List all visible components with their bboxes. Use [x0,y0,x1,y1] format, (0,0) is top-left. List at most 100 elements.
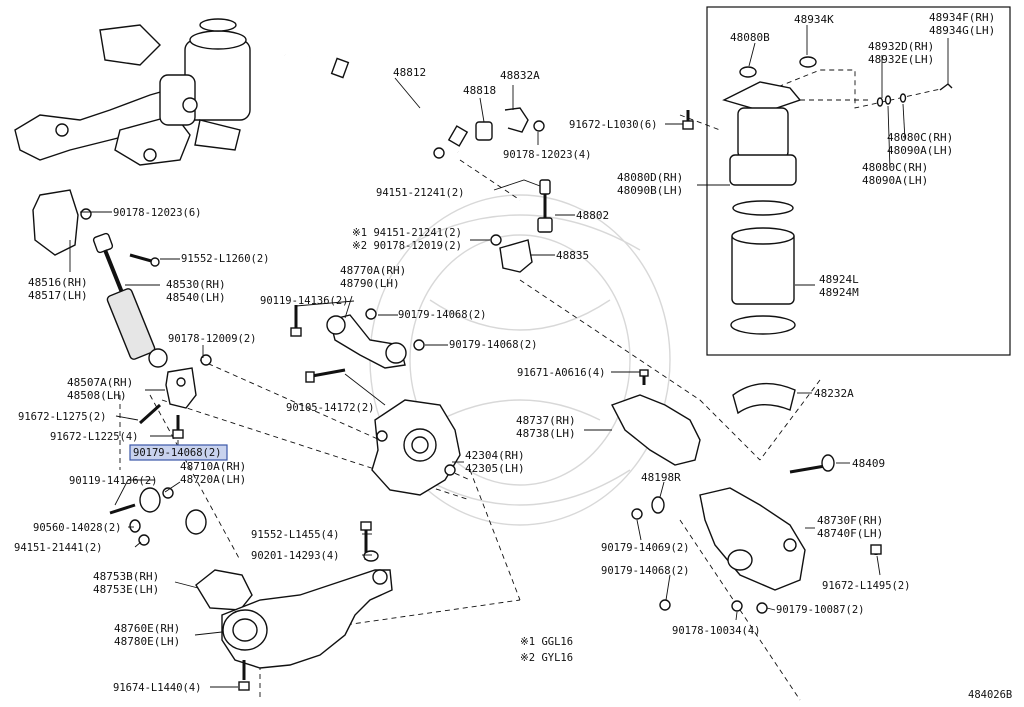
stabilizer-bracket[interactable] [504,107,529,133]
label-48835[interactable]: 48835 [556,249,589,262]
nut-small[interactable] [80,208,92,220]
air-spring-upper-mount[interactable] [722,66,802,113]
label-48710A[interactable]: 48710A(RH) [180,460,246,473]
label-48198R[interactable]: 48198R [641,471,681,484]
shock-mount-bracket[interactable] [32,189,79,256]
label-90178-12023-4[interactable]: 90178-12023(4) [503,149,592,161]
label-48753E[interactable]: 48753E(LH) [93,583,159,596]
o-ring[interactable] [876,97,884,107]
label-90119-14136-2-lower[interactable]: 90119-14136(2) [69,475,158,487]
nut-small[interactable] [413,339,425,351]
label-48517[interactable]: 48517(LH) [28,289,88,302]
bolt[interactable] [789,454,835,474]
label-48508[interactable]: 48508(LH) [67,389,127,402]
label-42305[interactable]: 42305(LH) [465,462,525,475]
highlighted-part-number[interactable]: 90179-14068(2) [129,444,228,461]
label-48934F[interactable]: 48934F(RH) [929,11,995,24]
air-spring-nut[interactable] [799,56,817,68]
label-48818[interactable]: 48818 [463,84,496,97]
label-48090A-b[interactable]: 48090A(LH) [862,174,928,187]
link-bracket[interactable] [499,239,533,273]
label-48924L[interactable]: 48924L [819,273,859,286]
toe-control-link[interactable] [139,487,207,535]
air-spring-body[interactable] [729,107,797,186]
bolt[interactable] [290,305,302,337]
bushing[interactable] [651,496,665,514]
air-spring-sleeve[interactable] [731,227,795,305]
label-48080C-b[interactable]: 48080C(RH) [862,161,928,174]
label-48934G[interactable]: 48934G(LH) [929,24,995,37]
label-48924M[interactable]: 48924M [819,286,859,299]
label-48737[interactable]: 48737(RH) [516,414,576,427]
label-48934K[interactable]: 48934K [794,13,834,26]
label-48080C-a[interactable]: 48080C(RH) [887,131,953,144]
lower-suspension-arm[interactable] [221,569,393,669]
label-48540[interactable]: 48540(LH) [166,291,226,304]
label-48080D[interactable]: 48080D(RH) [617,171,683,184]
air-spring-lower-ring[interactable] [730,315,796,335]
label-48090A-a[interactable]: 48090A(LH) [887,144,953,157]
label-90179-10087-2[interactable]: 90179-10087(2) [776,604,865,616]
label-90105-14172-2[interactable]: 90105-14172(2) [286,402,375,414]
nut-small[interactable] [731,600,743,612]
nut-small[interactable] [162,487,174,499]
label-90178-12023-6[interactable]: 90178-12023(6) [113,207,202,219]
label-90179-14068-2-highlighted[interactable]: 90179-14068(2) [133,447,222,459]
bolt[interactable] [639,369,649,385]
bolt[interactable] [172,415,184,439]
nut-small[interactable] [365,308,377,320]
stabilizer-link[interactable] [537,179,553,233]
washer[interactable] [129,519,141,533]
label-91671-A0616-4[interactable]: 91671-A0616(4) [517,367,606,379]
nut-small[interactable] [659,599,671,611]
label-48770A[interactable]: 48770A(RH) [340,264,406,277]
nut-small[interactable] [533,120,545,132]
nut-small[interactable] [138,534,150,546]
lower-arm-cover[interactable] [195,569,253,611]
label-91674-L1440-4[interactable]: 91674-L1440(4) [113,682,202,694]
label-94151-21441-2[interactable]: 94151-21441(2) [14,542,103,554]
label-48507A[interactable]: 48507A(RH) [67,376,133,389]
clip[interactable] [939,83,953,91]
label-90201-14293-4[interactable]: 90201-14293(4) [251,550,340,562]
bolt[interactable] [138,403,162,425]
spring-seat[interactable] [732,382,796,415]
label-90119-14136-2[interactable]: 90119-14136(2) [260,295,349,307]
bolt[interactable] [109,503,136,515]
label-48790[interactable]: 48790(LH) [340,277,400,290]
label-48753B[interactable]: 48753B(RH) [93,570,159,583]
washer[interactable] [363,550,379,562]
label-48832A[interactable]: 48832A [500,69,540,82]
label-48780E[interactable]: 48780E(LH) [114,635,180,648]
label-90178-10034-4[interactable]: 90178-10034(4) [672,625,761,637]
rear-lower-control-arm[interactable] [699,487,806,591]
dust-shield[interactable] [611,394,701,466]
label-90178-12019-2-note2[interactable]: ※2 90178-12019(2) [352,240,462,252]
label-90179-14068-2-arm[interactable]: 90179-14068(2) [449,339,538,351]
nut-small[interactable] [433,147,445,159]
label-48080B[interactable]: 48080B [730,31,770,44]
nut-small[interactable] [200,354,212,366]
label-90560-14028-2[interactable]: 90560-14028(2) [33,522,122,534]
label-48730F[interactable]: 48730F(RH) [817,514,883,527]
label-48530[interactable]: 48530(RH) [166,278,226,291]
bolt[interactable] [682,110,694,130]
nut-small[interactable] [756,602,768,614]
label-91552-L1260-2[interactable]: 91552-L1260(2) [181,253,270,265]
label-48738[interactable]: 48738(LH) [516,427,576,440]
rear-axle-carrier[interactable] [371,399,461,496]
stabilizer-bar[interactable] [284,53,497,172]
label-94151-21241-2-note1[interactable]: ※1 94151-21241(2) [352,227,462,239]
label-94151-21241-2[interactable]: 94151-21241(2) [376,187,465,199]
label-90179-14068-2-lower[interactable]: 90179-14068(2) [601,565,690,577]
o-ring[interactable] [899,93,907,103]
label-48932E[interactable]: 48932E(LH) [868,53,934,66]
label-42304[interactable]: 42304(RH) [465,449,525,462]
o-ring[interactable] [884,95,892,105]
label-48740F[interactable]: 48740F(LH) [817,527,883,540]
shock-absorber[interactable] [92,232,168,368]
nut-small[interactable] [490,234,502,246]
label-91672-L1495-2[interactable]: 91672-L1495(2) [822,580,911,592]
label-48720A[interactable]: 48720A(LH) [180,473,246,486]
nut-small[interactable] [631,508,643,520]
